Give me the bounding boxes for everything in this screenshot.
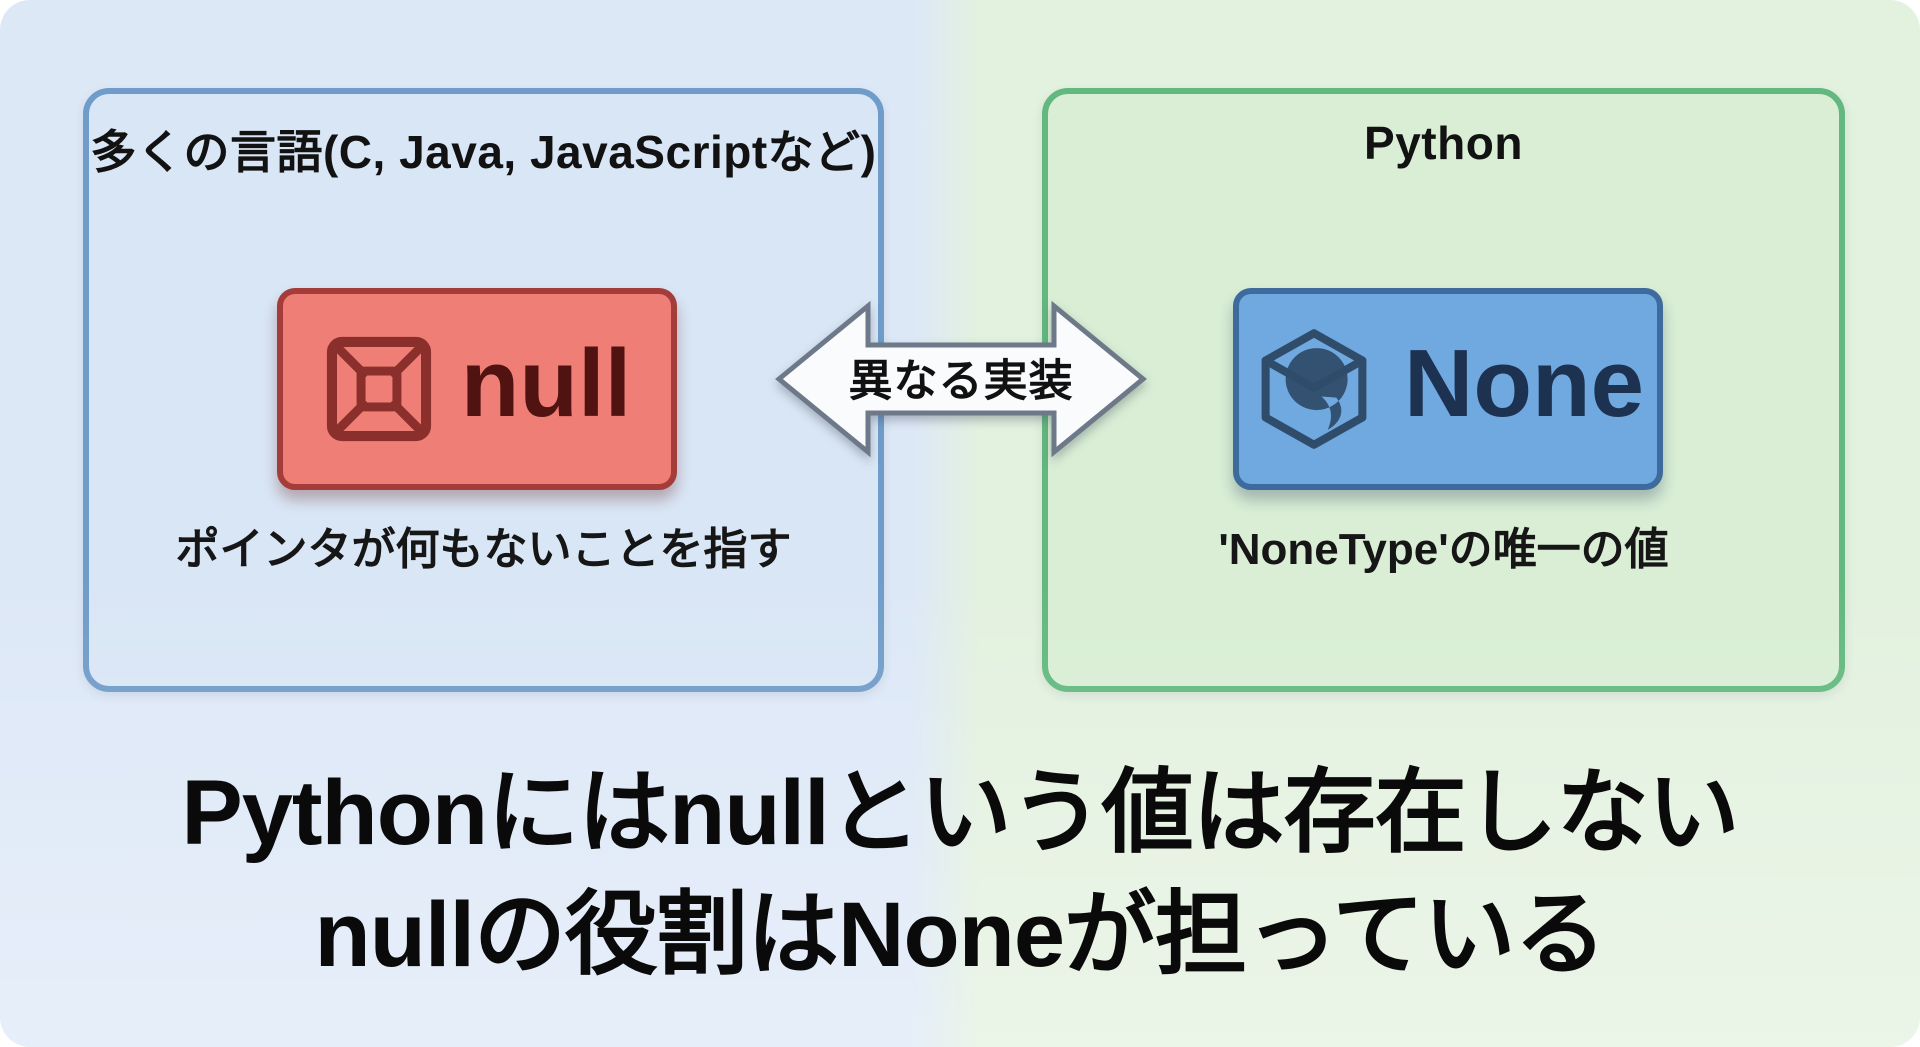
footer-statement: Pythonにはnullという値は存在しない nullの役割はNoneが担ってい… xyxy=(0,752,1920,996)
footer-line-1: Pythonにはnullという値は存在しない xyxy=(181,762,1739,864)
left-panel-title: 多くの言語(C, Java, JavaScriptなど) xyxy=(90,126,877,178)
none-value-box: None xyxy=(1233,288,1663,490)
arrow-label: 異なる実装 xyxy=(848,356,1074,406)
none-caption: 'NoneType'の唯一の値 xyxy=(1218,525,1669,574)
null-value-box: null xyxy=(277,288,677,490)
null-label: null xyxy=(460,330,632,437)
panel-many-languages: 多くの言語(C, Java, JavaScriptなど) xyxy=(83,88,884,692)
cube-object-icon xyxy=(1261,329,1367,449)
null-caption: ポインタが何もないことを指す xyxy=(175,525,792,574)
right-panel-title: Python xyxy=(1364,117,1523,169)
double-arrow-icon xyxy=(775,300,1147,458)
footer-line-2: nullの役割はNoneが担っている xyxy=(314,884,1607,986)
bidirectional-arrow: 異なる実装 xyxy=(773,300,1149,458)
none-label: None xyxy=(1404,330,1644,437)
empty-frame-icon xyxy=(326,336,431,442)
